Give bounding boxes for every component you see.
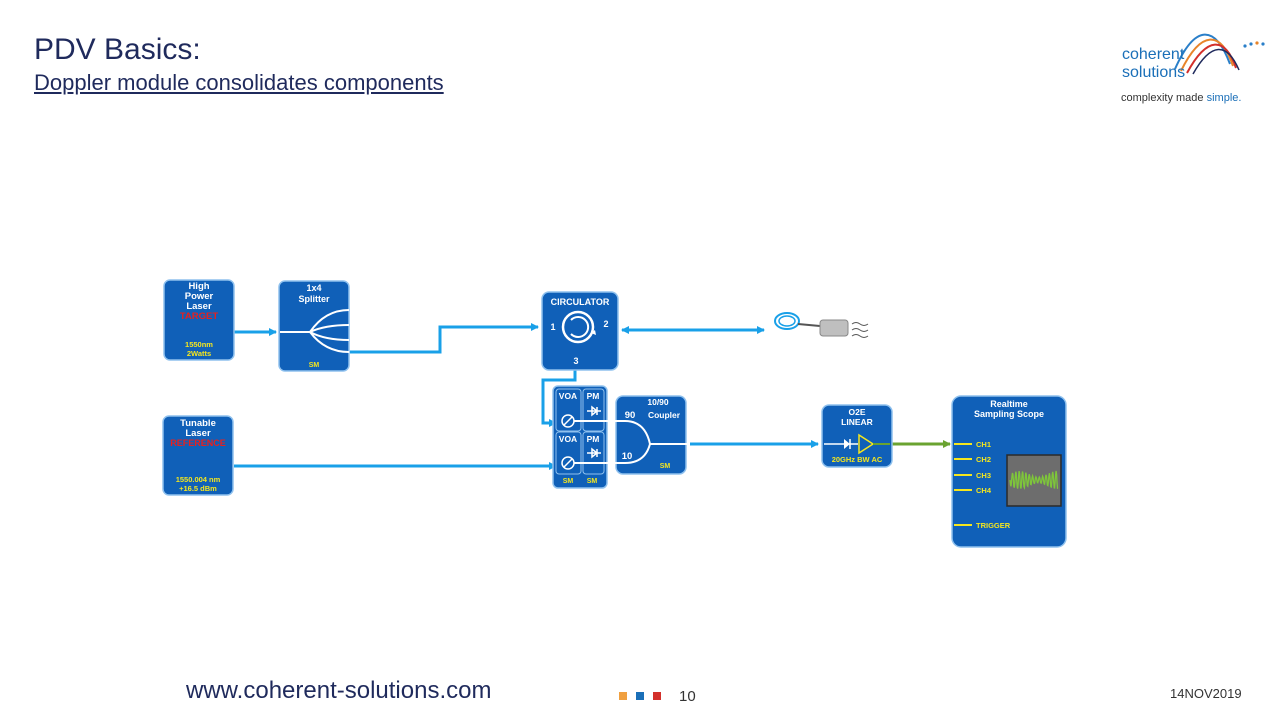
coupler-line1: 10/90 — [647, 397, 669, 407]
circulator-label: CIRCULATOR — [551, 297, 610, 307]
circulator-port1: 1 — [550, 322, 555, 332]
logo-swoosh-icon — [1174, 33, 1265, 75]
hpl-tag: TARGET — [180, 311, 219, 322]
o2e-spec: 20GHz BW AC — [832, 455, 883, 464]
pm-mode: SM — [587, 478, 598, 485]
splitter-line1: 1x4 — [306, 283, 321, 293]
tl-line1: Tunable — [180, 418, 216, 429]
coupler-merge-icon — [606, 420, 688, 464]
voa-pm-module: VOA PM VOA PM SM SM — [552, 385, 608, 489]
pm1-label: PM — [587, 391, 600, 401]
splitter-line2: Splitter — [298, 294, 330, 304]
voa-mode: SM — [563, 478, 574, 485]
scope-ch2: CH2 — [976, 455, 991, 464]
footer-square-orange — [619, 692, 627, 700]
scope-trigger: TRIGGER — [976, 521, 1011, 530]
o2e-block: O2E LINEAR 20GHz BW AC — [821, 404, 893, 468]
circulator-port2: 2 — [603, 319, 608, 329]
o2e-line2: LINEAR — [841, 417, 873, 427]
hpl-line2: Power — [185, 291, 214, 302]
hpl-spec1: 1550nm — [185, 340, 213, 349]
circulator-ring-icon — [561, 310, 595, 344]
high-power-laser-block: High Power Laser TARGET 1550nm 2Watts — [163, 279, 235, 361]
slide-date: 14NOV2019 — [1170, 686, 1242, 701]
splitter-block: 1x4 Splitter SM — [278, 280, 350, 372]
hpl-line1: High — [188, 281, 209, 292]
tunable-laser-block: Tunable Laser REFERENCE 1550.004 nm +16.… — [162, 415, 234, 496]
footer-square-red — [653, 692, 661, 700]
splitter-fanout-icon — [280, 309, 350, 353]
coupler-mode: SM — [660, 463, 671, 470]
hpl-spec2: 2Watts — [187, 349, 211, 358]
slide-subtitle: Doppler module consolidates components — [34, 70, 444, 95]
photodiode-amplifier-icon — [824, 433, 890, 455]
circulator-port3: 3 — [573, 356, 578, 366]
optical-probe-icon — [774, 312, 869, 338]
logo-word-coherent: coherent — [1122, 46, 1185, 63]
pm2-label: PM — [587, 434, 600, 444]
scope-ch3: CH3 — [976, 471, 991, 480]
splitter-mode: SM — [309, 362, 320, 369]
tl-spec1: 1550.004 nm — [176, 475, 221, 484]
hpl-line3: Laser — [186, 301, 212, 312]
voa1-label: VOA — [559, 391, 577, 401]
fiber-connections — [234, 323, 819, 470]
coupler-block: 10/90 Coupler 90 10 SM — [606, 395, 688, 475]
voa2-label: VOA — [559, 434, 577, 444]
page-number: 10 — [679, 688, 696, 705]
scope-line2: Sampling Scope — [974, 409, 1044, 419]
logo-tagline: complexity made simple. — [1121, 92, 1242, 104]
scope-block: Realtime Sampling Scope CH1 CH2 CH3 CH4 … — [951, 395, 1067, 548]
footer-url[interactable]: www.coherent-solutions.com — [186, 677, 492, 704]
scope-waveform-icon — [1009, 470, 1059, 490]
logo-word-solutions: solutions — [1122, 64, 1186, 81]
scope-ch1: CH1 — [976, 440, 991, 449]
footer-square-blue — [636, 692, 644, 700]
slide-title: PDV Basics: — [34, 33, 201, 66]
tl-tag: REFERENCE — [170, 438, 226, 448]
coupler-line2: Coupler — [648, 410, 681, 420]
scope-line1: Realtime — [990, 399, 1028, 409]
scope-ch4: CH4 — [976, 486, 992, 495]
coupler-port90: 90 — [625, 410, 636, 421]
circulator-block: CIRCULATOR 1 2 3 — [541, 291, 619, 371]
coupler-port10: 10 — [622, 451, 633, 462]
tl-line2: Laser — [185, 428, 211, 439]
pm-diode-icon — [587, 405, 601, 459]
company-logo: coherent solutions complexity made simpl… — [1115, 24, 1275, 114]
o2e-line1: O2E — [848, 407, 865, 417]
tl-spec2: +16.5 dBm — [179, 484, 217, 493]
